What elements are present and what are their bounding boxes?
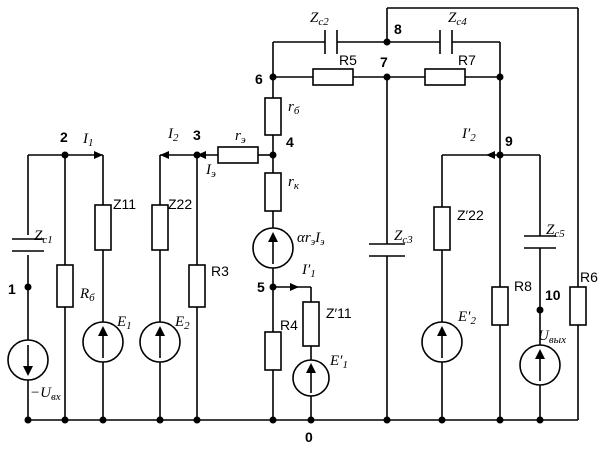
node-label-10: 10 (545, 287, 561, 303)
capacitor-zc5 (524, 235, 556, 249)
label-z22p: Z′22 (457, 207, 484, 223)
resistor-r8 (491, 286, 509, 326)
capacitor-zc2 (324, 30, 338, 54)
resistor-r5 (312, 68, 354, 86)
resistor-rb (56, 264, 74, 308)
arrow-i2p (486, 151, 495, 159)
node-label-7: 7 (380, 54, 388, 70)
label-uout: Uвых (538, 328, 566, 346)
label-re: rэ (235, 128, 246, 146)
node-label-8: 8 (394, 21, 402, 37)
label-zc1: Zc1 (34, 228, 53, 246)
impedance-z11p (302, 301, 320, 347)
label-i2p: I′2 (461, 126, 476, 144)
resistor-r3 (188, 264, 206, 308)
arrow-i2 (160, 151, 169, 159)
label-uin: −Uвх (30, 385, 61, 403)
label-r4: R4 (280, 317, 298, 333)
source-e2 (139, 321, 181, 363)
resistor-r7 (424, 68, 466, 86)
resistor-re (217, 146, 259, 164)
node-label-4: 4 (286, 134, 294, 150)
junction-dots (24, 38, 544, 424)
label-zc2: Zc2 (310, 10, 329, 28)
source-uout (519, 344, 561, 386)
label-e1p: E′1 (329, 353, 348, 371)
source-e1p (292, 359, 330, 397)
label-i2: I2 (167, 126, 179, 144)
resistor-rbase (264, 97, 282, 136)
label-e2: E2 (174, 314, 190, 332)
arrow-i1 (94, 151, 103, 159)
label-rb: Rб (79, 286, 95, 304)
label-z11: Z11 (113, 196, 136, 212)
label-i1: I1 (82, 131, 94, 149)
wires (27, 7, 579, 421)
node-label-6: 6 (255, 71, 263, 87)
source-e2p (421, 321, 463, 363)
resistor-rk (264, 172, 282, 212)
label-z11p: Z′11 (326, 305, 352, 321)
resistor-r4 (264, 331, 282, 371)
impedance-z11 (94, 204, 112, 251)
label-e1: E1 (116, 314, 132, 332)
node-label-2: 2 (60, 129, 68, 145)
node-label-3: 3 (193, 127, 201, 143)
label-r6: R6 (580, 269, 598, 285)
label-i1p: I′1 (301, 262, 316, 280)
capacitor-zc1 (12, 238, 44, 252)
source-uin (7, 339, 49, 381)
node-label-5: 5 (257, 279, 265, 295)
label-zc4: Zc4 (448, 10, 467, 28)
arrow-i1p (290, 283, 299, 291)
current-arrows (94, 151, 495, 291)
label-r3: R3 (211, 263, 229, 279)
capacitor-zc4 (439, 30, 453, 54)
arrow-ie (197, 151, 206, 159)
source-controlled (252, 227, 294, 269)
label-z22: Z22 (168, 196, 192, 212)
impedance-z22p (433, 206, 451, 251)
node-label-0: 0 (305, 429, 313, 445)
resistor-r6 (569, 286, 587, 326)
label-zc5: Zc5 (546, 222, 565, 240)
label-zc3: Zc3 (394, 228, 413, 246)
label-rk: rк (288, 174, 300, 192)
label-ie: Iэ (205, 162, 216, 180)
node-label-1: 1 (8, 281, 16, 297)
label-controlled-source: αrэIэ (297, 230, 325, 248)
label-e2p: E′2 (457, 309, 476, 327)
capacitor-zc3 (369, 243, 405, 257)
label-rbase: rб (288, 99, 300, 117)
label-r5: R5 (339, 52, 357, 68)
source-e1 (82, 321, 124, 363)
label-r8: R8 (514, 278, 532, 294)
impedance-z22 (151, 204, 169, 251)
node-label-9: 9 (505, 133, 513, 149)
label-r7: R7 (458, 52, 476, 68)
